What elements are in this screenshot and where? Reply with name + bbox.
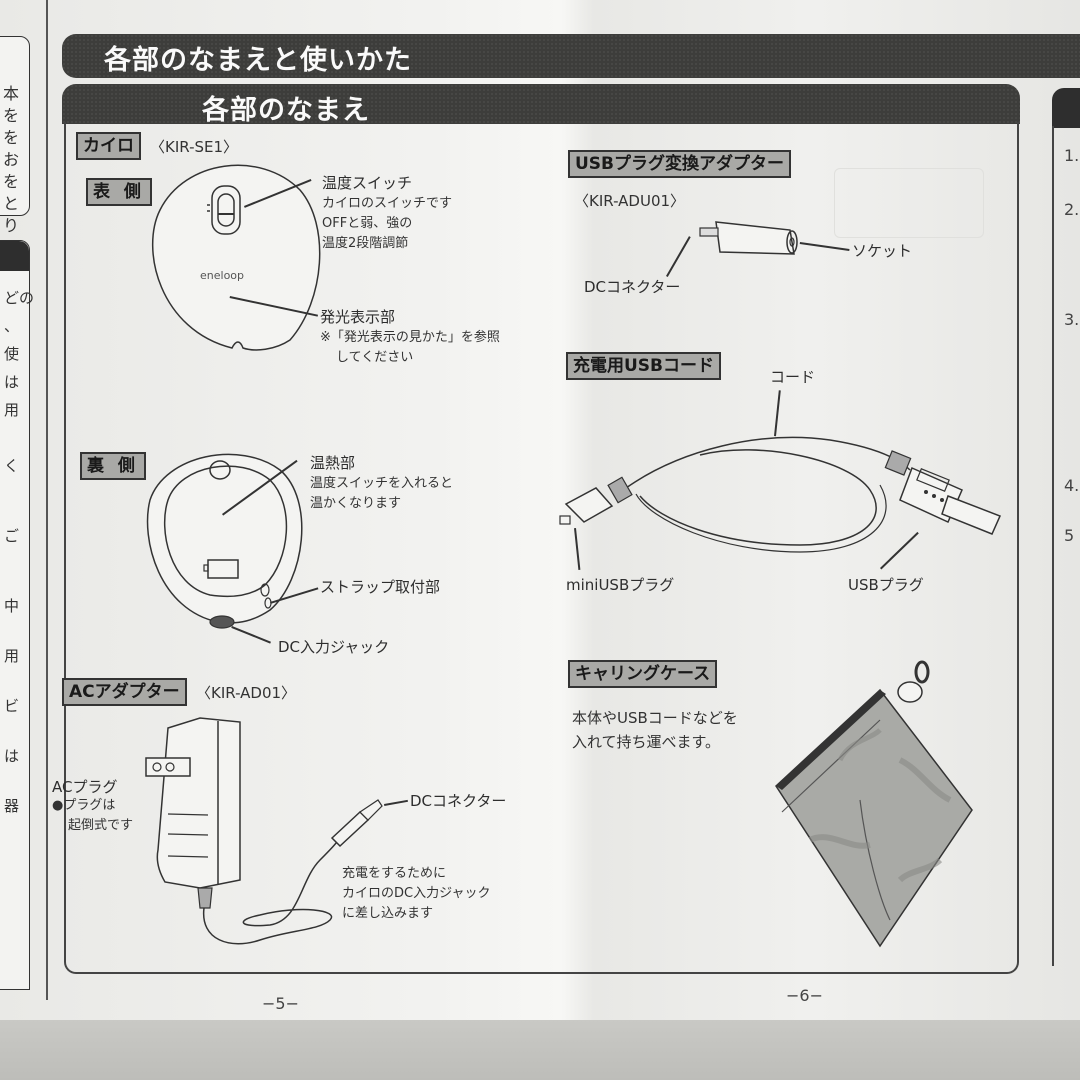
carrying-case-tag: キャリングケース — [568, 660, 718, 688]
usb-adapter-dc-connector-label: DCコネクター — [584, 278, 681, 296]
prev-text-line: 本を — [3, 84, 21, 125]
content-frame — [64, 122, 1019, 974]
previous-page-box-bottom — [0, 240, 30, 990]
usb-plug-adapter-model: 〈KIR-ADU01〉 — [574, 192, 686, 210]
usb-plug-adapter-tag: USBプラグ変換アダプター — [568, 150, 792, 178]
next-page-item-number: 5 — [1064, 526, 1075, 545]
dc-input-jack-label: DC入力ジャック — [278, 638, 390, 656]
prev-text-line: をお — [3, 128, 21, 169]
page-title: 各部のなまえと使いかた — [104, 45, 412, 76]
heating-part-label: 温熱部 — [310, 454, 356, 472]
ac-adapter-tag: ACアダプター — [62, 678, 187, 706]
heating-part-desc: 温度スイッチを入れると 温かくなります — [310, 476, 454, 511]
usb-plug-label: USBプラグ — [848, 576, 924, 594]
usb-cord-tag: 充電用USBコード — [566, 352, 722, 380]
next-page-item-number: 4. — [1064, 476, 1080, 495]
prev-text-line: をと — [3, 172, 21, 213]
socket-label: ソケット — [852, 242, 913, 260]
page-number-right: −6− — [786, 986, 823, 1005]
temp-switch-label: 温度スイッチ — [322, 174, 413, 192]
carrying-case-desc: 本体やUSBコードなどを 入れて持ち運べます。 — [572, 709, 738, 751]
ac-adapter-model: 〈KIR-AD01〉 — [196, 684, 297, 702]
kairo-tag: カイロ — [76, 132, 141, 160]
light-display-label: 発光表示部 — [320, 308, 396, 326]
mini-usb-plug-label: miniUSBプラグ — [566, 576, 675, 594]
table-surface — [0, 1020, 1080, 1080]
back-side-tag: 裏 側 — [80, 452, 146, 480]
next-page-item-number: 3. — [1064, 310, 1080, 329]
eneloop-logo: eneloop — [200, 269, 245, 282]
page-number-left: −5− — [262, 994, 299, 1013]
faint-bleedthrough — [834, 168, 984, 238]
header-bar — [62, 34, 1080, 78]
ac-plug-label: ACプラグ — [52, 778, 118, 796]
next-page-item-number: 1. — [1064, 146, 1080, 165]
next-page-item-number: 2. — [1064, 200, 1080, 219]
ac-plug-desc: ●プラグは 起倒式です — [52, 798, 134, 833]
cord-label: コード — [770, 368, 816, 386]
strap-attachment-label: ストラップ取付部 — [320, 578, 441, 596]
section-bar — [62, 84, 1020, 124]
previous-page-edge — [0, 0, 48, 1000]
next-page-edge — [1052, 126, 1080, 966]
previous-page-text: どの 、 使 は 用 く ご 中 用 ビ は 器 — [4, 289, 35, 815]
front-side-tag: 表 側 — [86, 178, 152, 206]
section-title: 各部のなまえ — [202, 95, 370, 126]
kairo-model: 〈KIR-SE1〉 — [150, 138, 239, 156]
light-display-desc: ※「発光表示の見かた」を参照 してください — [320, 330, 500, 365]
dc-connector-desc: 充電をするために カイロのDC入力ジャック に差し込みます — [342, 866, 491, 921]
dc-connector-label: DCコネクター — [410, 792, 507, 810]
next-page-header — [1052, 88, 1080, 128]
temp-switch-desc: カイロのスイッチです OFFと弱、強の 温度2段階調節 — [322, 196, 453, 251]
